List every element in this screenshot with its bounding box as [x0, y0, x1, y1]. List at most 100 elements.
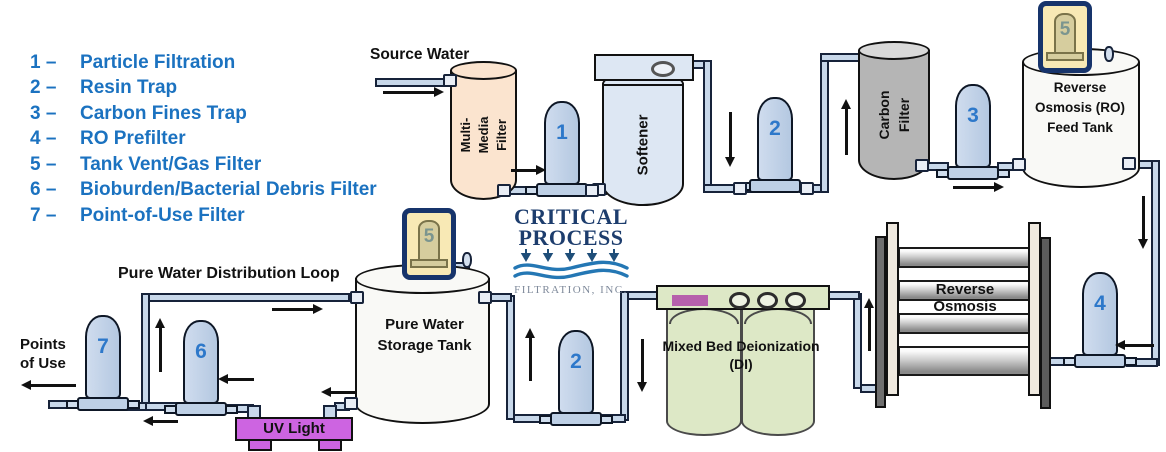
filter-port: [164, 405, 177, 414]
filter-number: 5: [1059, 19, 1071, 40]
port-connector: [344, 397, 358, 410]
filter-port: [525, 186, 538, 195]
flow-arrow-left-icon: [152, 420, 178, 423]
softener-valve-port: [651, 61, 675, 77]
softener-label: Softener: [634, 114, 652, 176]
filter-unit-bioburden: 6: [164, 320, 238, 417]
filter-cartridge: [183, 320, 219, 404]
storage-tank: Pure Water Storage Tank: [355, 278, 490, 424]
filter-port: [225, 405, 238, 414]
filter-number: 5: [423, 226, 435, 247]
ro-feed-tank-label: Reverse Osmosis (RO) Feed Tank: [1034, 80, 1126, 135]
port-connector: [1122, 157, 1136, 170]
vent-flange: [410, 259, 448, 268]
pipe: [375, 78, 449, 87]
filter-base: [175, 402, 227, 416]
vent-flange: [1046, 52, 1084, 61]
ro-membrane-tube: [898, 313, 1034, 334]
filter-unit-resin-trap-post: 2: [539, 330, 613, 427]
port-connector: [1012, 158, 1026, 171]
logo-name-line2: PROCESS: [518, 225, 624, 250]
pipe: [146, 293, 350, 302]
filter-base: [1074, 354, 1126, 368]
softener-tank: Softener: [602, 84, 684, 206]
company-logo: CRITICAL PROCESS FILTRATION, INC.: [503, 206, 639, 296]
filter-base: [77, 397, 129, 411]
pipe: [462, 252, 472, 268]
di-vessel: [741, 306, 815, 436]
legend-item: 2 –Resin Trap: [30, 77, 178, 99]
flow-arrow-down-icon: [641, 339, 644, 383]
flow-arrow-down-icon: [729, 112, 732, 158]
di-vessel: [666, 306, 742, 436]
uv-light-unit: UV Light: [235, 417, 353, 441]
di-indicator-strip: [672, 295, 708, 306]
filter-port: [1063, 357, 1076, 366]
logo-arrows-wave-icon: [513, 249, 629, 280]
port-connector: [350, 291, 364, 304]
uv-light-label: UV Light: [263, 420, 325, 437]
pipe: [820, 53, 862, 62]
filter-unit-vent-ro-feed: 5: [1038, 1, 1092, 73]
filter-unit-point-of-use: 7: [66, 315, 140, 412]
port-connector: [800, 182, 814, 195]
ro-membrane-tube: [898, 247, 1034, 268]
filter-base: [749, 179, 801, 193]
legend: 1 –Particle Filtration 2 –Resin Trap 3 –…: [30, 50, 377, 229]
port-connector: [443, 74, 457, 87]
ro-feed-tank: Reverse Osmosis (RO) Feed Tank: [1022, 62, 1140, 188]
filter-base: [947, 166, 999, 180]
ro-end-plate: [886, 222, 899, 396]
flow-arrow-left-icon: [30, 384, 76, 387]
pipe: [506, 295, 515, 420]
filter-port: [936, 169, 949, 178]
storage-tank-label: Pure Water Storage Tank: [377, 316, 472, 354]
source-water-label: Source Water: [370, 46, 470, 63]
filter-number: 1: [556, 121, 568, 144]
filter-port: [997, 169, 1010, 178]
flow-arrow-up-icon: [529, 337, 532, 381]
port-connector: [497, 184, 511, 197]
ro-end-plate: [1040, 237, 1051, 409]
filter-cartridge: [544, 101, 580, 185]
tank-top-ellipse: [450, 61, 517, 80]
legend-item: 5 –Tank Vent/Gas Filter: [30, 153, 262, 175]
ro-membrane-tube: [898, 346, 1034, 376]
flow-arrow-left-icon: [1124, 344, 1154, 347]
di-header-port: [729, 292, 750, 309]
pipe: [820, 53, 829, 193]
legend-item: 4 –RO Prefilter: [30, 128, 186, 150]
pipe: [1151, 160, 1160, 366]
multi-media-filter-tank: Multi- Media Filter: [450, 70, 517, 200]
flow-arrow-up-icon: [159, 327, 162, 372]
ro-end-plate: [875, 236, 886, 408]
filter-unit-particle: 1: [525, 101, 599, 198]
filter-unit-carbon-fines: 3: [936, 84, 1010, 181]
distribution-loop-label: Pure Water Distribution Loop: [118, 265, 340, 282]
filter-cartridge: [558, 330, 594, 414]
filter-number: 4: [1094, 292, 1106, 315]
flow-arrow-right-icon: [383, 91, 435, 94]
points-of-use-label: Points of Use: [20, 336, 66, 372]
filter-port: [600, 415, 613, 424]
filter-port: [539, 415, 552, 424]
pipe: [853, 293, 862, 389]
legend-item: 6 –Bioburden/Bacterial Debris Filter: [30, 179, 377, 201]
legend-item: 7 –Point-of-Use Filter: [30, 204, 245, 226]
filter-base: [536, 183, 588, 197]
filter-number: 3: [967, 104, 979, 127]
pipe: [141, 293, 150, 410]
pipe: [703, 60, 712, 192]
filter-number: 6: [195, 340, 207, 363]
filter-port: [66, 400, 79, 409]
di-header-port: [785, 292, 806, 309]
filter-cartridge: [757, 97, 793, 181]
flow-arrow-down-icon: [1142, 196, 1145, 240]
filter-port: [1124, 357, 1137, 366]
flow-arrow-right-icon: [272, 308, 314, 311]
reverse-osmosis-label: Reverse Osmosis: [933, 281, 997, 315]
port-connector: [585, 184, 599, 197]
port-connector: [733, 182, 747, 195]
pipe: [620, 291, 629, 421]
tank-top-ellipse: [858, 41, 930, 60]
